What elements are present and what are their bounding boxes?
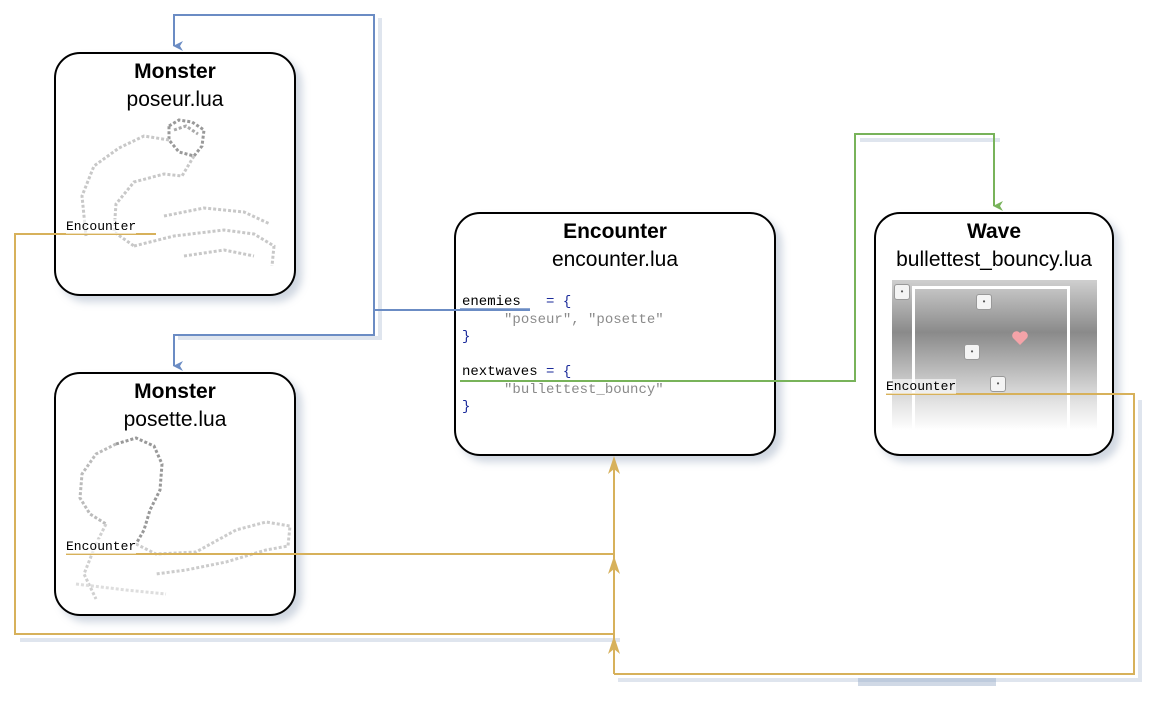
nextwaves-operator: = {	[546, 364, 572, 380]
monster-posette-node[interactable]: Monster posette.lua	[54, 372, 296, 616]
enemies-values: "poseur", "posette"	[504, 311, 664, 328]
bullet-sprite: •	[894, 284, 910, 300]
node-kind-label: Monster	[134, 60, 216, 83]
nextwaves-key: nextwaves	[462, 364, 538, 380]
heart-icon	[1012, 331, 1028, 345]
node-kind-label: Wave	[966, 220, 1022, 243]
bullet-sprite: •	[964, 344, 980, 360]
posette-sprite-image	[75, 436, 292, 600]
bullet-sprite: •	[990, 376, 1006, 392]
encounter-node[interactable]: Encounter encounter.lua enemies = { "pos…	[454, 212, 776, 456]
wire-nextwaves-wave	[460, 133, 1003, 382]
nextwaves-values: "bullettest_bouncy"	[504, 381, 664, 398]
enemies-key: enemies	[462, 294, 521, 310]
posette-encounter-ref: Encounter	[66, 539, 137, 554]
wave-node[interactable]: Wave bullettest_bouncy.lua • • • •	[874, 212, 1114, 456]
node-kind-label: Monster	[134, 380, 216, 403]
wire-enemies-poseur	[173, 14, 530, 311]
node-kind-label: Encounter	[563, 220, 667, 243]
poseur-sprite-image	[80, 118, 276, 266]
enemies-operator: = {	[546, 294, 572, 310]
node-file-label: poseur.lua	[126, 88, 224, 111]
encounter-code-block: enemies = { "poseur", "posette" } nextwa…	[462, 294, 664, 417]
wave-preview-image: • • • •	[892, 280, 1097, 436]
node-file-label: posette.lua	[123, 408, 227, 431]
enemies-close-brace: }	[462, 329, 471, 345]
node-file-label: encounter.lua	[551, 248, 679, 271]
wire-enemies-posette	[173, 310, 375, 371]
wire-wave-encounter	[614, 393, 1135, 675]
bullet-box	[912, 286, 1070, 436]
poseur-encounter-ref: Encounter	[66, 219, 137, 234]
nextwaves-close-brace: }	[462, 399, 471, 415]
wire-poseur-encounter	[14, 233, 614, 635]
wave-encounter-ref: Encounter	[886, 379, 957, 394]
monster-poseur-node[interactable]: Monster poseur.lua	[54, 52, 296, 296]
bullet-sprite: •	[976, 294, 992, 310]
node-file-label: bullettest_bouncy.lua	[896, 248, 1092, 271]
